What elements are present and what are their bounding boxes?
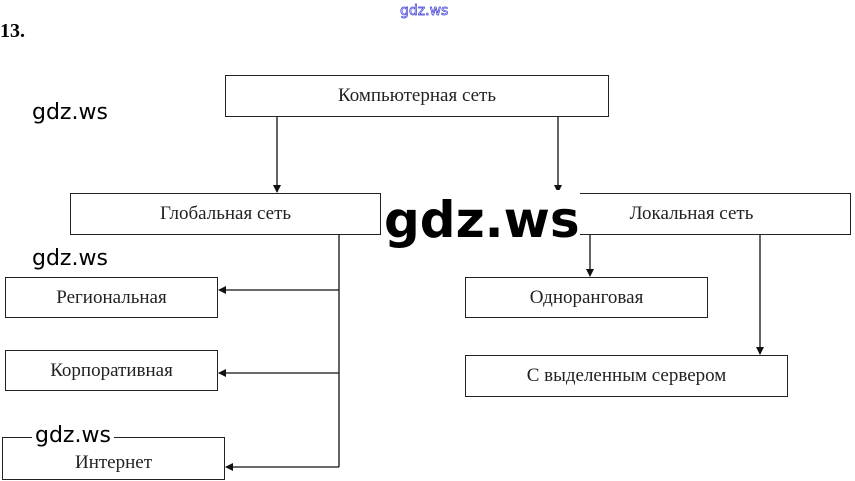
watermark-left-3: gdz.ws: [32, 423, 114, 448]
node-computer-network: Компьютерная сеть: [225, 75, 609, 117]
node-regional: Региональная: [5, 277, 218, 318]
task-number: 13.: [0, 20, 25, 42]
node-local-network: Локальная сеть: [532, 193, 851, 235]
node-corporate: Корпоративная: [5, 350, 218, 391]
node-peer-to-peer: Одноранговая: [465, 277, 708, 318]
watermark-left-1: gdz.ws: [32, 100, 108, 125]
watermark-left-2: gdz.ws: [32, 246, 108, 271]
node-dedicated-server: С выделенным сервером: [465, 355, 788, 397]
node-global-network: Глобальная сеть: [70, 193, 381, 235]
watermark-top: gdz.ws: [400, 3, 449, 20]
watermark-center: gdz.ws: [384, 190, 580, 250]
